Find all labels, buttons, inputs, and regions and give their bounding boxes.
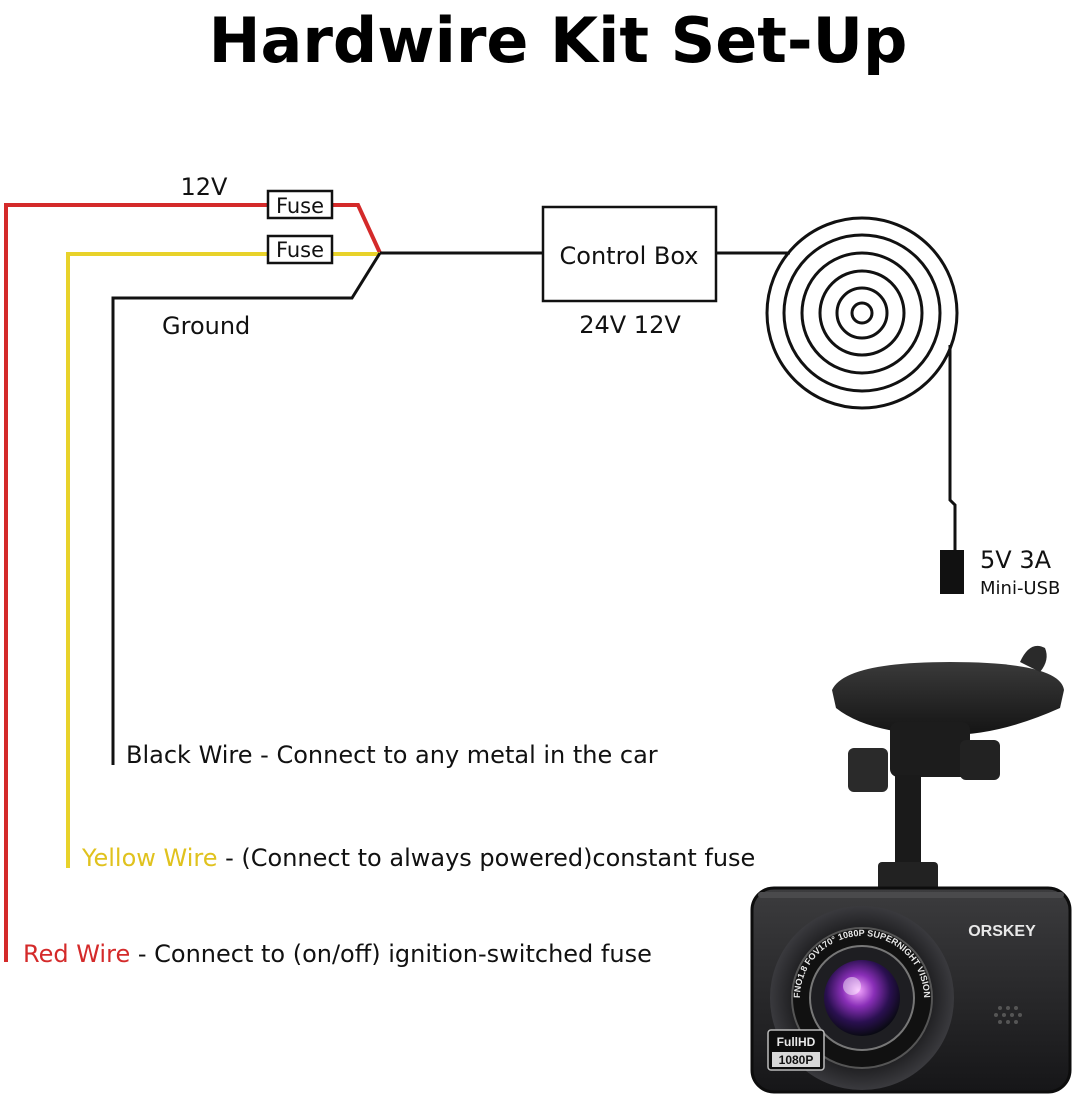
mount-arm [890, 722, 970, 777]
connector-type: Mini-USB [980, 578, 1060, 599]
page-title: Hardwire Kit Set-Up [209, 4, 908, 77]
coiled-cable [765, 216, 959, 410]
suction-cup [832, 662, 1064, 735]
control-box-label: Control Box [560, 242, 699, 270]
badge-bottom: 1080P [779, 1053, 814, 1067]
speaker-grille [994, 1006, 1022, 1024]
control-box-voltage: 24V 12V [579, 311, 681, 339]
red-wire [4, 203, 268, 962]
camera-brand: ORSKEY [968, 923, 1036, 940]
yellow-wire [66, 252, 268, 868]
fuse-2-label: Fuse [276, 238, 324, 262]
lens-glass [824, 960, 900, 1036]
black-wire [111, 252, 382, 765]
dash-camera: ORSKEY FNO1.8 FOV170° 1080P SUPERNIGHT V… [750, 645, 1072, 1094]
mini-usb-plug [940, 550, 964, 594]
red-wire-tail [332, 203, 382, 254]
badge-top: FullHD [777, 1035, 816, 1049]
voltage-label: 12V [181, 173, 229, 201]
control-box [541, 205, 718, 303]
fuse-1-box [266, 189, 334, 220]
black-wire-note: Black Wire - Connect to any metal in the… [126, 741, 658, 769]
usb-cable [948, 345, 957, 550]
fuse-1-label: Fuse [276, 194, 324, 218]
yellow-wire-note: Yellow Wire - (Connect to always powered… [81, 844, 755, 872]
fuse-2-box [266, 234, 334, 265]
ground-label: Ground [162, 312, 250, 340]
red-wire-note: Red Wire - Connect to (on/off) ignition-… [23, 940, 652, 968]
connector-spec: 5V 3A [980, 546, 1052, 574]
